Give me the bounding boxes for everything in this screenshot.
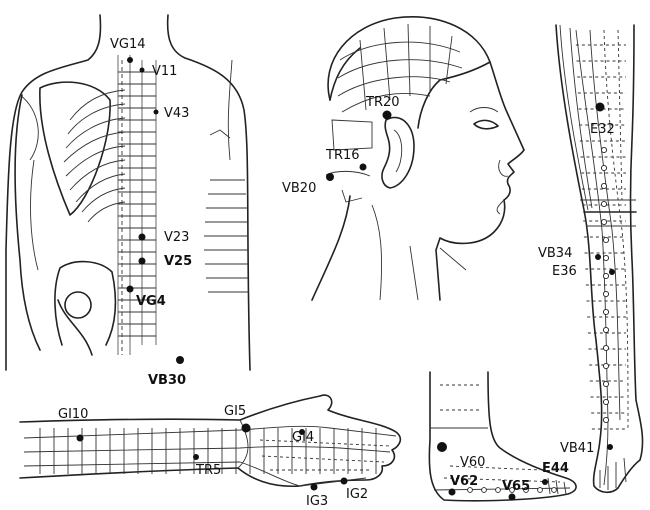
leg-open-point (603, 381, 608, 386)
leg-open-point (603, 255, 608, 260)
leg-open-point (601, 165, 606, 170)
point-v23 (139, 234, 146, 241)
foot-open-point (552, 488, 557, 493)
point-v60 (437, 442, 447, 452)
point-v62 (449, 489, 456, 496)
back-panel: VG14 V11 V43 V23 V25 VG4 VB30 (6, 15, 250, 388)
point-vb20 (326, 173, 334, 181)
leg-open-point (601, 219, 606, 224)
point-vb30 (176, 356, 184, 364)
scapula-shape (40, 82, 110, 215)
foot-panel: V60 V62 V65 E44 (429, 372, 576, 501)
foot-open-point (482, 488, 487, 493)
label-vg14: VG14 (110, 37, 146, 52)
leg-open-point (603, 291, 608, 296)
leg-open-point (603, 345, 608, 350)
label-e36: E36 (552, 264, 577, 279)
point-gi5 (242, 424, 251, 433)
label-tr5: TR5 (195, 463, 221, 478)
leg-panel: E32 VB34 E36 VB41 (538, 25, 643, 492)
leg-open-point (603, 363, 608, 368)
label-ig2: IG2 (346, 487, 368, 502)
leg-open-point (601, 201, 606, 206)
foot-open-point (538, 488, 543, 493)
point-vg14 (127, 57, 133, 63)
point-e44 (542, 479, 548, 485)
point-vb41 (607, 444, 613, 450)
label-v65: V65 (502, 479, 530, 494)
pelvis-shape (55, 262, 115, 345)
point-tr5 (193, 454, 199, 460)
label-e32: E32 (590, 122, 615, 137)
label-v23: V23 (164, 230, 189, 245)
head-panel: TR20 TR16 VB20 (282, 17, 524, 300)
point-tr20 (383, 111, 392, 120)
leg-open-point (601, 147, 606, 152)
point-v43 (154, 110, 159, 115)
point-e36 (609, 269, 615, 275)
point-v11 (140, 68, 145, 73)
label-vb34: VB34 (538, 246, 572, 261)
label-tr16: TR16 (325, 148, 360, 163)
label-e44: E44 (542, 461, 569, 476)
label-v60: V60 (460, 455, 485, 470)
point-e32 (596, 103, 605, 112)
label-v43: V43 (164, 106, 189, 121)
leg-open-point (603, 309, 608, 314)
leg-open-point (603, 327, 608, 332)
label-v62: V62 (450, 474, 478, 489)
label-v11: V11 (152, 64, 177, 79)
point-v25 (139, 258, 146, 265)
point-tr16 (360, 164, 367, 171)
label-vg4: VG4 (136, 294, 166, 309)
label-vb20: VB20 (282, 181, 316, 196)
label-vb30: VB30 (148, 373, 186, 388)
right-side-lines (204, 60, 249, 292)
point-ig2 (341, 478, 348, 485)
leg-open-point (601, 183, 606, 188)
label-gi10: GI10 (58, 407, 88, 422)
back-outline (6, 15, 250, 370)
label-v25: V25 (164, 254, 192, 269)
point-ig3 (311, 484, 318, 491)
leg-open-point (603, 399, 608, 404)
arm-panel: GI10 GI5 GI4 TR5 IG3 IG2 (20, 395, 400, 509)
leg-open-point (603, 417, 608, 422)
rib-lines (64, 90, 125, 222)
point-vb34 (595, 254, 601, 260)
point-v65 (509, 494, 516, 501)
leg-open-point (603, 273, 608, 278)
leg-open-point (603, 237, 608, 242)
label-gi5: GI5 (224, 404, 246, 419)
label-tr20: TR20 (365, 95, 400, 110)
label-gi4: GI4 (292, 430, 314, 445)
spine-grid (118, 55, 156, 355)
label-ig3: IG3 (306, 494, 328, 509)
foot-open-point (496, 488, 501, 493)
ear-shape (382, 118, 414, 188)
point-gi10 (77, 435, 84, 442)
point-vg4 (127, 286, 134, 293)
hair-grid (338, 24, 462, 112)
label-vb41: VB41 (560, 441, 594, 456)
